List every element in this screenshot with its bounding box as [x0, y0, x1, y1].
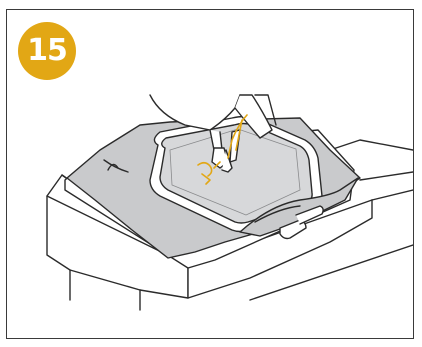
embroidery-illustration: [0, 0, 422, 347]
